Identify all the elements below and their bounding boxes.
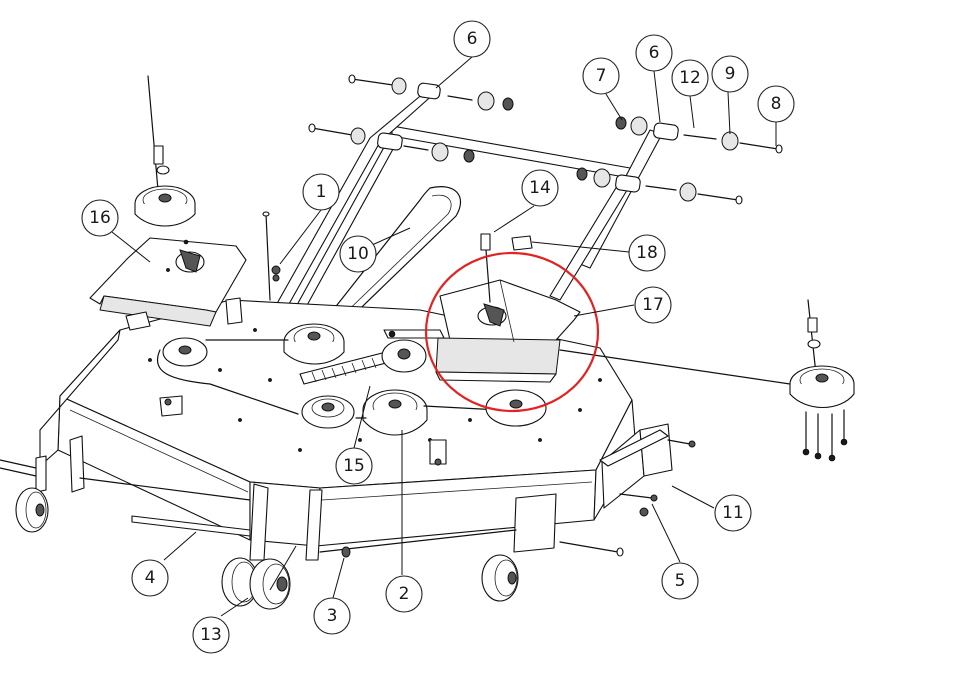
wheel-left — [15, 487, 49, 533]
deck-belt — [156, 339, 501, 419]
callout-10: 10 — [339, 235, 377, 273]
callout-5-label: 5 — [675, 571, 686, 591]
callout-14-label: 14 — [529, 178, 551, 198]
callout-10-label: 10 — [347, 244, 369, 264]
callout-4: 4 — [131, 559, 169, 597]
callout-6-right-label: 6 — [649, 43, 660, 63]
callout-2-label: 2 — [399, 584, 410, 604]
callout-2: 2 — [385, 575, 423, 613]
callout-17-label: 17 — [642, 295, 664, 315]
callout-1: 1 — [302, 173, 340, 211]
left-belt-cover — [89, 237, 247, 327]
callout-3-label: 3 — [327, 606, 338, 626]
highlight-circle-part-17 — [424, 251, 600, 413]
callout-11: 11 — [714, 494, 752, 532]
callout-18: 18 — [628, 234, 666, 272]
callout-12: 12 — [671, 59, 709, 97]
callout-9: 9 — [711, 55, 749, 93]
callout-15: 15 — [335, 447, 373, 485]
callout-6-left-label: 6 — [467, 29, 478, 49]
right-spindle-pulley — [559, 299, 855, 462]
front-rods — [0, 459, 624, 557]
idler-arm-and-spring — [299, 329, 445, 385]
wheel-right — [481, 554, 519, 602]
center-pulley — [283, 323, 345, 365]
callout-1-label: 1 — [316, 182, 327, 202]
callout-15-label: 15 — [343, 456, 365, 476]
right-belt-cover — [435, 233, 581, 427]
lift-arm-assembly — [269, 74, 783, 321]
callout-8-label: 8 — [771, 94, 782, 114]
callout-17: 17 — [634, 286, 672, 324]
idler-pulley-2 — [362, 389, 428, 436]
callout-7: 7 — [582, 57, 620, 95]
callout-5: 5 — [661, 562, 699, 600]
callout-8: 8 — [757, 85, 795, 123]
callout-13: 13 — [192, 616, 230, 654]
callout-16: 16 — [81, 199, 119, 237]
callout-6-right: 6 — [635, 34, 673, 72]
leader-lines — [111, 56, 777, 617]
callouts: 6 6 7 12 9 8 1 10 — [81, 20, 795, 654]
callout-3: 3 — [313, 597, 351, 635]
callout-4-label: 4 — [145, 568, 156, 588]
left-spindle — [134, 75, 196, 227]
right-bracket — [599, 429, 696, 517]
callout-13-label: 13 — [200, 625, 222, 645]
small-fasteners — [164, 211, 442, 558]
deck-body — [35, 299, 673, 561]
callout-12-label: 12 — [679, 68, 701, 88]
callout-7-label: 7 — [596, 66, 607, 86]
callout-6-left: 6 — [453, 20, 491, 58]
anti-scalp-wheels — [15, 487, 519, 610]
callout-14: 14 — [521, 169, 559, 207]
callout-9-label: 9 — [725, 64, 736, 84]
idler-pulley-15 — [301, 395, 355, 429]
callout-16-label: 16 — [89, 208, 111, 228]
callout-11-label: 11 — [722, 503, 744, 523]
callout-18-label: 18 — [636, 243, 658, 263]
wheel-front-2 — [249, 558, 291, 610]
